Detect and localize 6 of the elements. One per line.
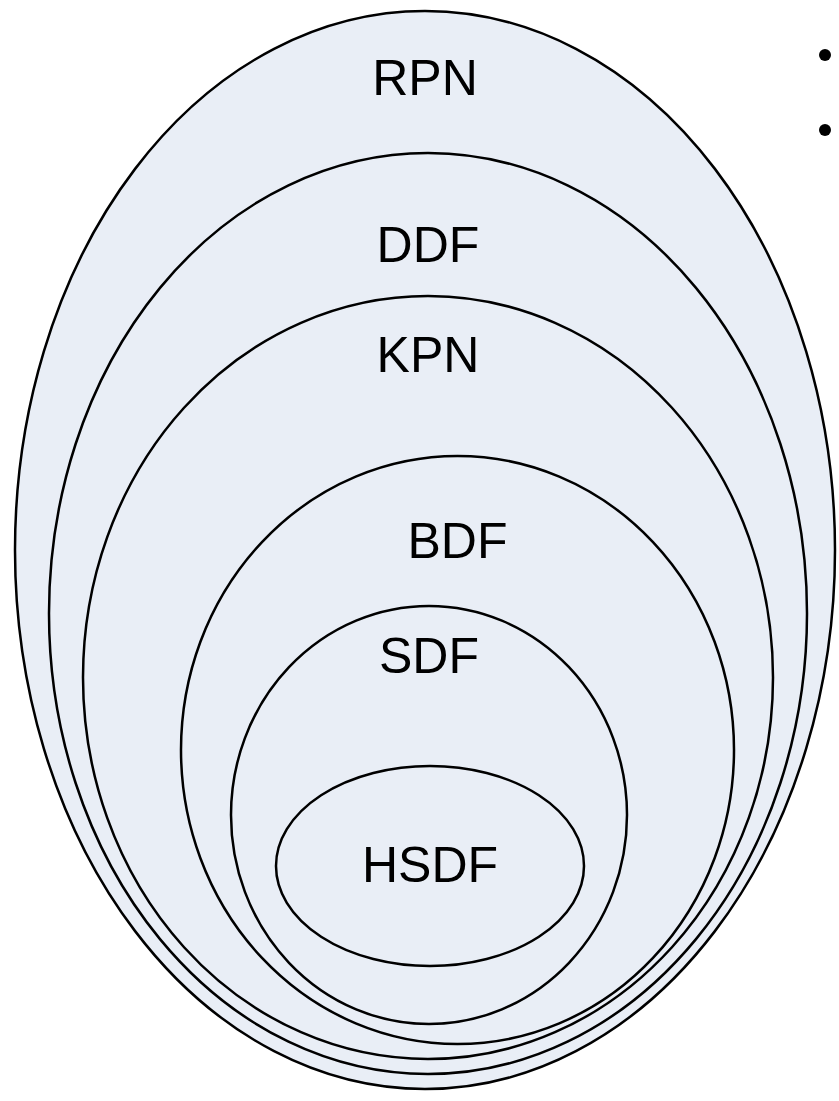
set-label: KPN [376,327,480,383]
set-label: RPN [372,50,478,106]
set-label: SDF [379,628,479,684]
set-label: DDF [376,217,480,273]
set-label: BDF [407,513,508,569]
set-label: HSDF [361,837,499,893]
